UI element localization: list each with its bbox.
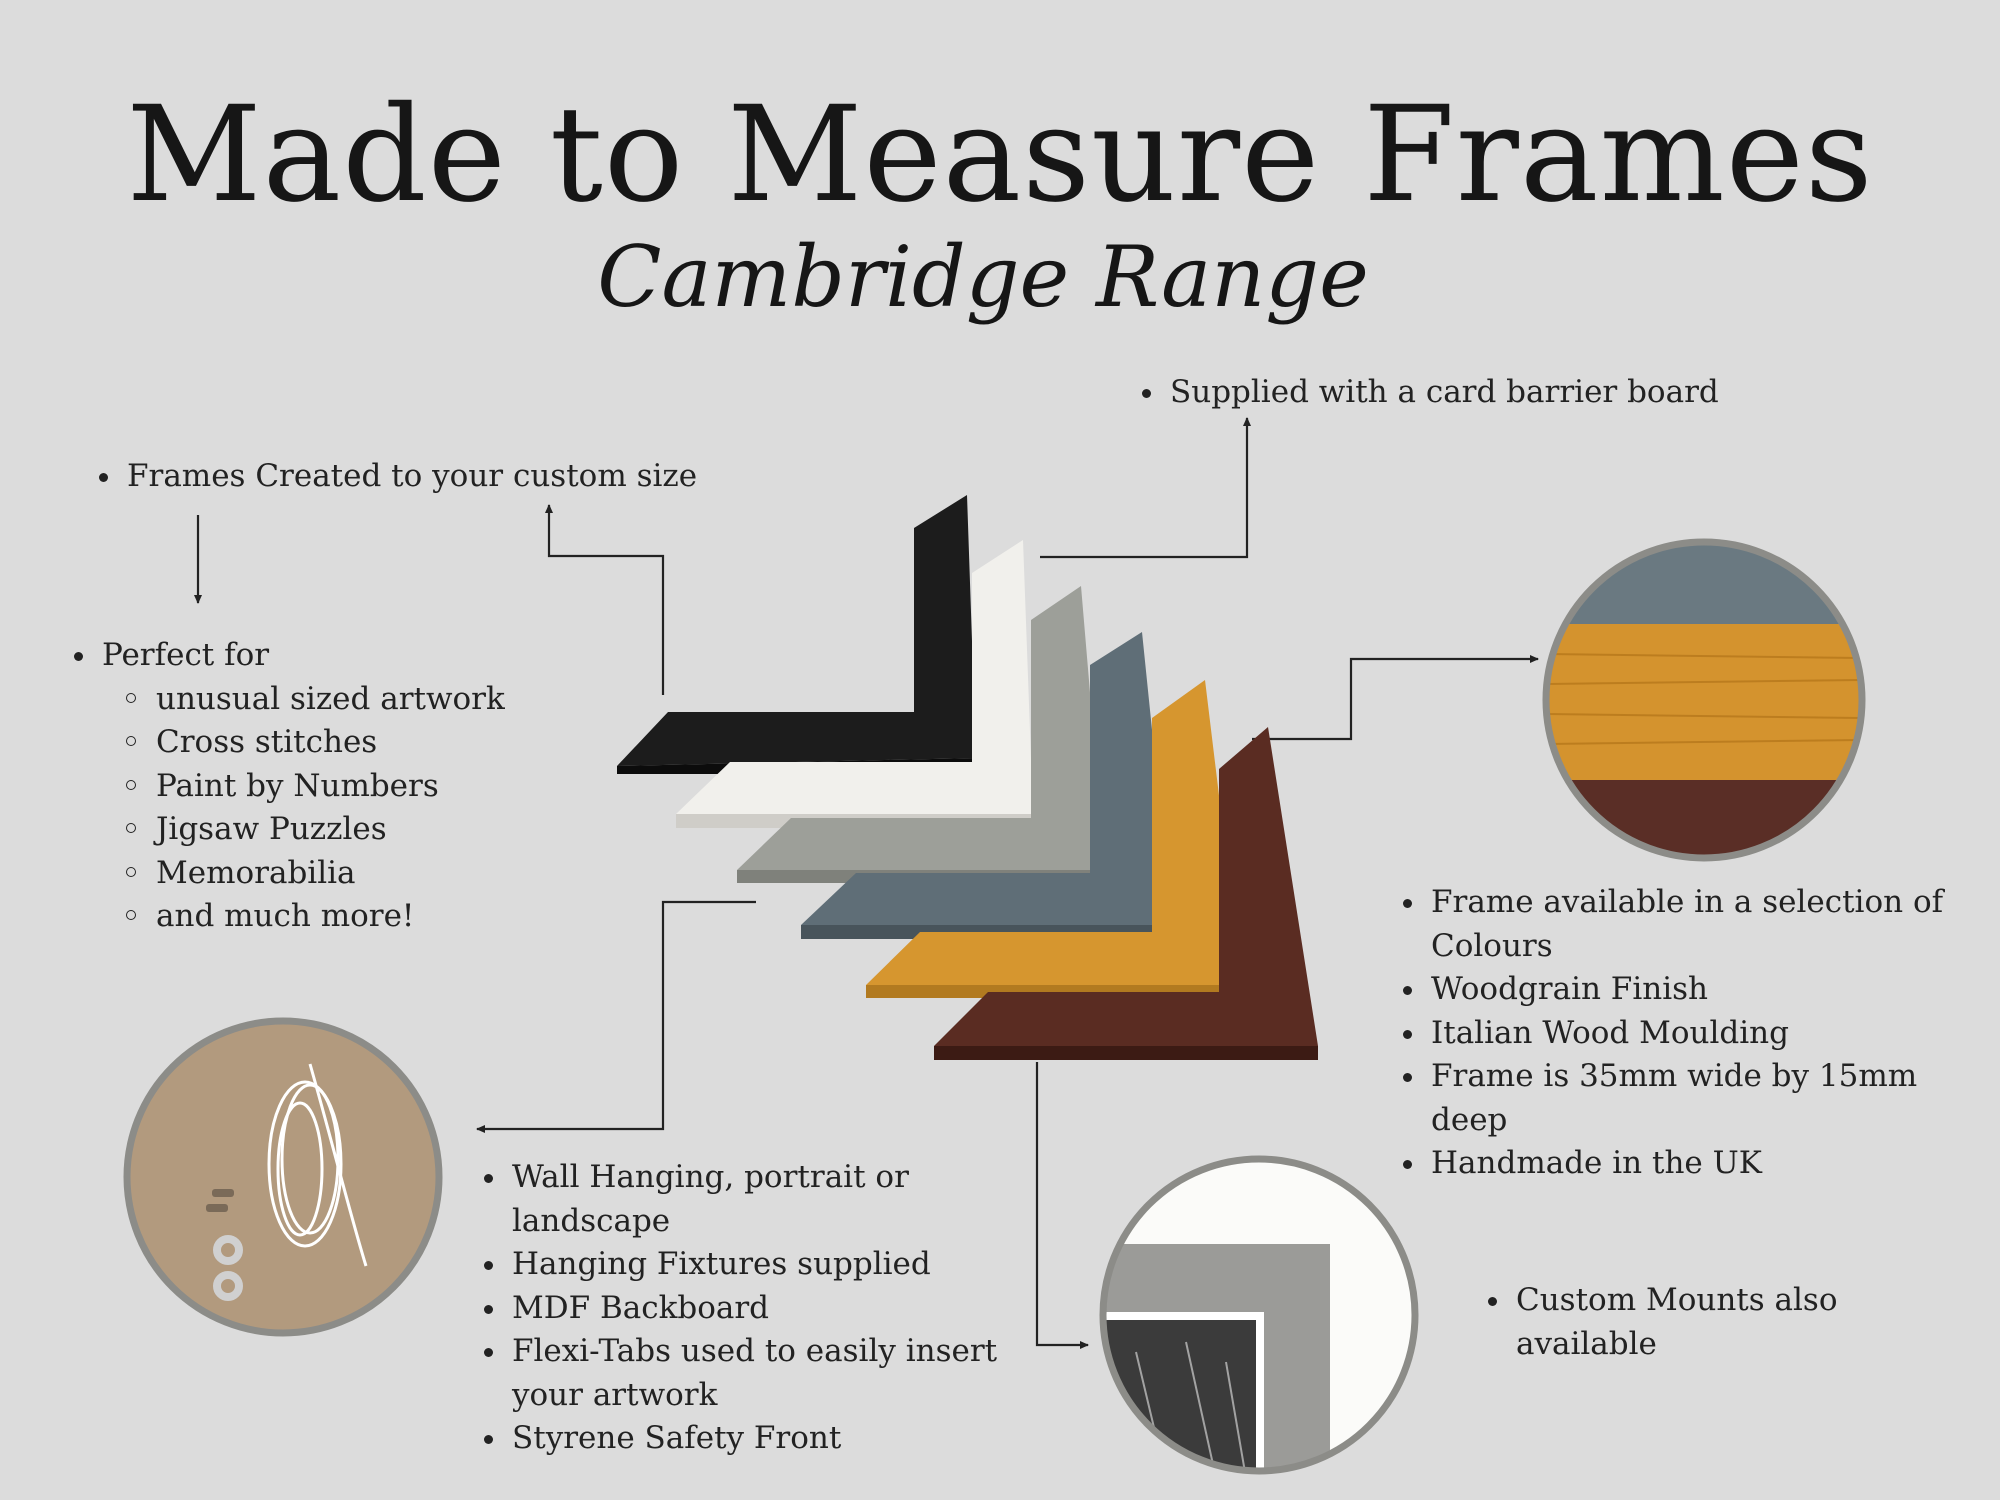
custom-size-callout: Frames Created to your custom size <box>97 455 797 499</box>
list-item: Styrene Safety Front <box>482 1417 1042 1461</box>
list-item: Italian Wood Moulding <box>1401 1012 1961 1056</box>
perfect-for-sublist: unusual sized artwork Cross stitches Pai… <box>126 678 592 939</box>
list-item: Wall Hanging, portrait or landscape <box>482 1156 1042 1243</box>
hanging-features-list: Wall Hanging, portrait or landscape Hang… <box>482 1156 1042 1461</box>
list-item: Memorabilia <box>126 852 592 896</box>
list-item: Flexi-Tabs used to easily insert your ar… <box>482 1330 1042 1417</box>
hanging-kit-image <box>123 1017 443 1337</box>
arrow-frame-to-hanging <box>476 900 756 1133</box>
list-item: Custom Mounts also available <box>1486 1279 1906 1366</box>
arrow-frame-to-woodgrain <box>1252 655 1539 741</box>
list-item: Supplied with a card barrier board <box>1140 371 1840 415</box>
list-item: and much more! <box>126 895 592 939</box>
perfect-for-label: Perfect for <box>102 637 270 673</box>
arrow-frame-to-mount <box>1035 1062 1089 1349</box>
mount-corner-image <box>1099 1155 1419 1475</box>
arrow-frame-to-barrier <box>1040 417 1251 559</box>
list-item: Cross stitches <box>126 721 592 765</box>
list-item: Perfect for unusual sized artwork Cross … <box>72 634 592 939</box>
mounts-callout: Custom Mounts also available <box>1486 1279 1906 1366</box>
frame-corner-black <box>617 495 976 774</box>
list-item: Handmade in the UK <box>1401 1142 1961 1186</box>
colours-features-list: Frame available in a selection of Colour… <box>1401 881 1961 1186</box>
list-item: unusual sized artwork <box>126 678 592 722</box>
arrow-frame-to-custom <box>545 504 665 695</box>
perfect-for-list: Perfect for unusual sized artwork Cross … <box>72 634 592 939</box>
list-item: Woodgrain Finish <box>1401 968 1961 1012</box>
list-item: Paint by Numbers <box>126 765 592 809</box>
frame-corner-white <box>676 540 1033 828</box>
woodgrain-closeup-image <box>1542 538 1866 862</box>
list-item: MDF Backboard <box>482 1287 1042 1331</box>
list-item: Frame is 35mm wide by 15mm deep <box>1401 1055 1961 1142</box>
list-item: Jigsaw Puzzles <box>126 808 592 852</box>
frame-corner-walnut <box>934 727 1318 1060</box>
list-item: Hanging Fixtures supplied <box>482 1243 1042 1287</box>
page-subtitle: Cambridge Range <box>597 228 1369 326</box>
page-title: Made to Measure Frames <box>126 78 1874 232</box>
list-item: Frames Created to your custom size <box>97 455 797 499</box>
list-item: Frame available in a selection of Colour… <box>1401 881 1961 968</box>
barrier-board-callout: Supplied with a card barrier board <box>1140 371 1840 415</box>
